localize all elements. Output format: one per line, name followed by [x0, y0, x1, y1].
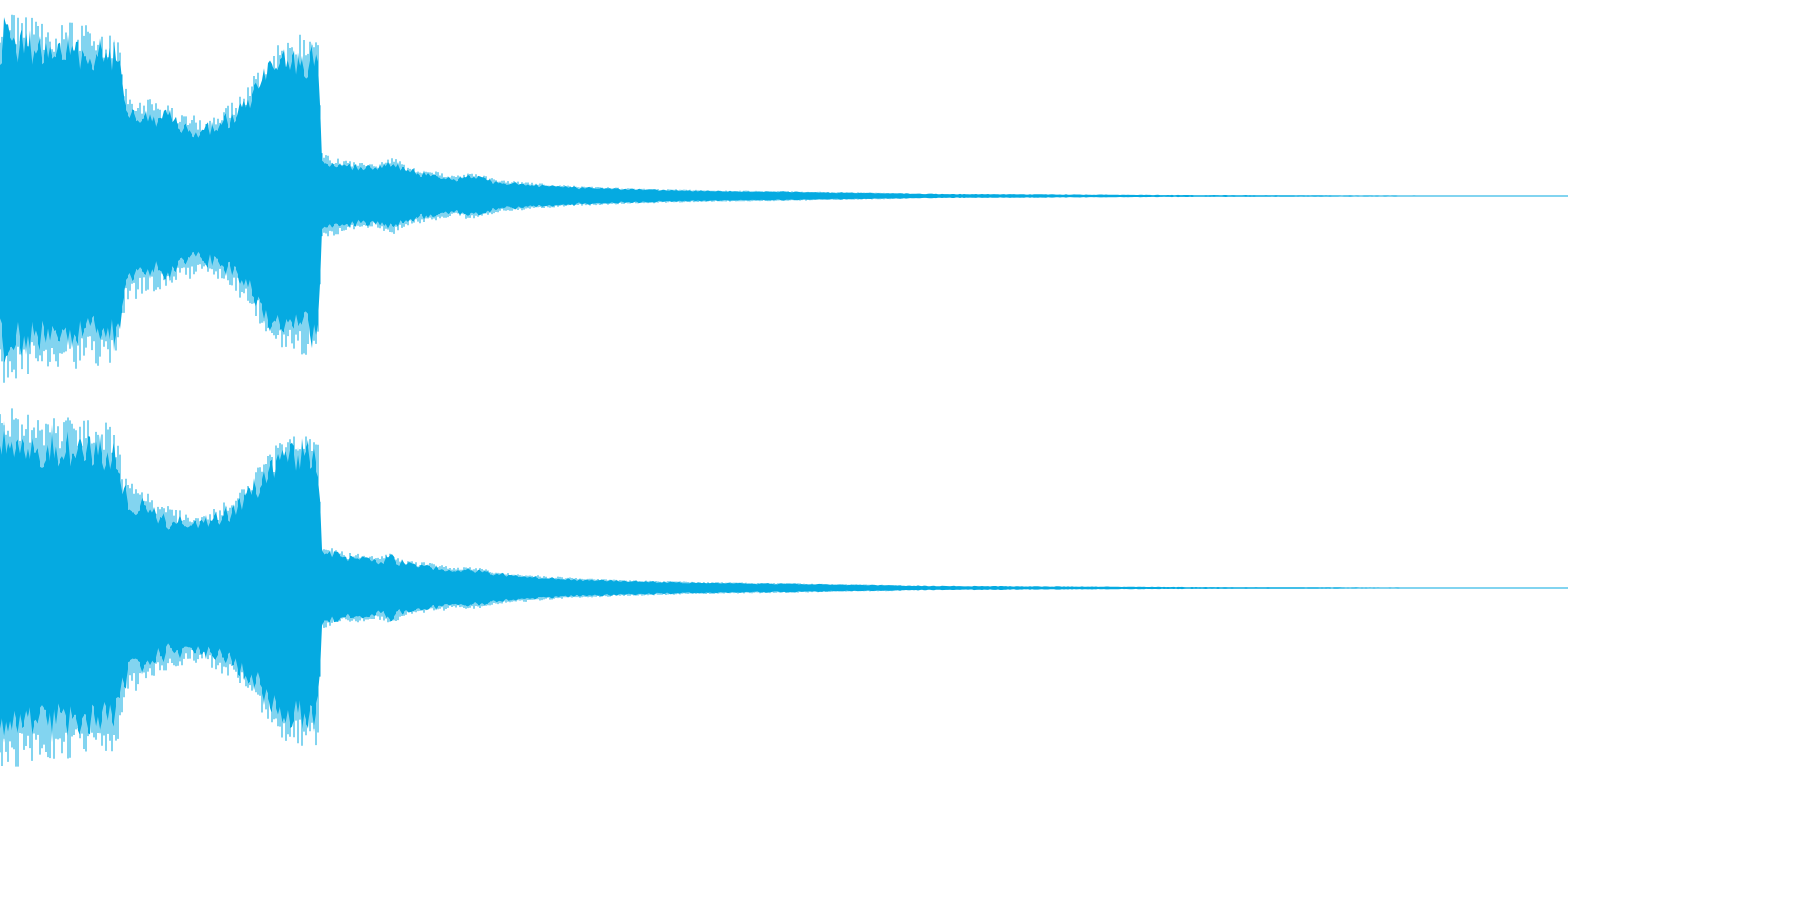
channel-2-waveform: [0, 408, 1568, 767]
channel-1-waveform: [0, 14, 1568, 383]
waveform-view: [0, 0, 1568, 784]
waveform-background: [0, 0, 1568, 784]
waveform-canvas: [0, 0, 1568, 784]
